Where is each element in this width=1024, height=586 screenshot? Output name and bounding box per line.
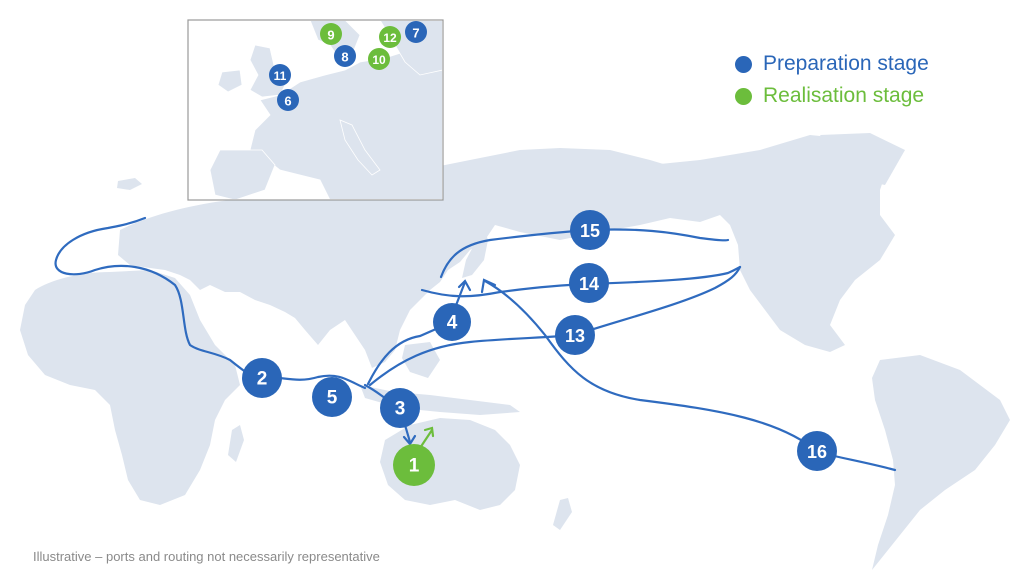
legend-label-realisation: Realisation stage bbox=[763, 84, 925, 107]
svg-text:2: 2 bbox=[257, 369, 268, 390]
svg-text:9: 9 bbox=[327, 28, 334, 43]
arrow-1-outbound bbox=[418, 428, 434, 450]
greenland-landmass bbox=[820, 133, 905, 185]
svg-text:15: 15 bbox=[580, 221, 600, 241]
eurasia-landmass bbox=[118, 148, 735, 368]
europe-inset bbox=[187, 19, 444, 201]
svg-text:13: 13 bbox=[565, 326, 585, 346]
svg-text:10: 10 bbox=[372, 53, 386, 67]
marker-10[interactable]: 10 bbox=[368, 48, 390, 70]
svg-text:7: 7 bbox=[412, 26, 419, 41]
svg-text:11: 11 bbox=[274, 69, 287, 83]
marker-14[interactable]: 14 bbox=[569, 263, 609, 303]
realisation-dot-icon bbox=[735, 87, 752, 105]
inset-italy bbox=[339, 119, 381, 176]
disclaimer-caption: Illustrative – ports and routing not nec… bbox=[33, 549, 380, 564]
legend-item-realisation: Realisation stage bbox=[735, 80, 929, 112]
north-america-landmass bbox=[600, 135, 895, 352]
svg-text:1: 1 bbox=[409, 456, 420, 477]
svg-text:14: 14 bbox=[579, 274, 599, 294]
new-zealand-landmass bbox=[553, 498, 572, 530]
marker-5[interactable]: 5 bbox=[312, 377, 352, 417]
inset-ireland bbox=[217, 69, 243, 93]
marker-7[interactable]: 7 bbox=[405, 21, 427, 43]
arrow-head-japan-4 bbox=[457, 279, 472, 292]
iceland-landmass bbox=[117, 178, 142, 190]
arrow-head-3-to-1 bbox=[402, 434, 417, 446]
markers: 1 2 3 4 5 13 14 15 16 6 7 8 9 10 11 12 bbox=[242, 21, 837, 486]
south-america-landmass bbox=[872, 355, 1010, 570]
marker-3[interactable]: 3 bbox=[380, 388, 420, 428]
preparation-dot-icon bbox=[735, 55, 752, 73]
svg-text:4: 4 bbox=[447, 313, 458, 334]
marker-1[interactable]: 1 bbox=[393, 444, 435, 486]
arrow-head-japan-16 bbox=[480, 278, 497, 294]
japan-landmass bbox=[462, 215, 488, 278]
route-13-to-america bbox=[573, 265, 742, 337]
marker-9[interactable]: 9 bbox=[320, 23, 342, 45]
marker-15[interactable]: 15 bbox=[570, 210, 610, 250]
route-15-to-america bbox=[588, 228, 730, 242]
marker-2[interactable]: 2 bbox=[242, 358, 282, 398]
australia-landmass bbox=[380, 418, 520, 510]
svg-text:5: 5 bbox=[327, 388, 338, 409]
shipping-routes bbox=[54, 216, 897, 472]
marker-13[interactable]: 13 bbox=[555, 315, 595, 355]
svg-text:6: 6 bbox=[284, 94, 291, 109]
marker-6[interactable]: 6 bbox=[277, 89, 299, 111]
route-china-to-14 bbox=[420, 282, 592, 298]
africa-landmass bbox=[20, 270, 240, 505]
route-14-to-america bbox=[588, 265, 742, 286]
marker-12[interactable]: 12 bbox=[379, 26, 401, 48]
arrow-3-to-1 bbox=[403, 423, 412, 444]
marker-4[interactable]: 4 bbox=[433, 303, 471, 341]
svg-text:16: 16 bbox=[807, 442, 827, 462]
svg-text:3: 3 bbox=[395, 399, 406, 420]
landmasses bbox=[20, 133, 1010, 570]
route-korea-to-15 bbox=[439, 228, 592, 279]
inset-iberia bbox=[209, 149, 276, 199]
route-europe-suez-india bbox=[54, 216, 367, 390]
marker-11[interactable]: 11 bbox=[269, 64, 291, 86]
legend-label-preparation: Preparation stage bbox=[763, 52, 929, 75]
madagascar-landmass bbox=[228, 425, 244, 462]
svg-text:12: 12 bbox=[383, 31, 397, 45]
svg-text:8: 8 bbox=[341, 50, 348, 65]
route-to-marker-4 bbox=[366, 320, 454, 386]
marker-8[interactable]: 8 bbox=[334, 45, 356, 67]
legend-item-preparation: Preparation stage bbox=[735, 48, 929, 80]
arrow-head-1-outbound bbox=[423, 426, 435, 438]
marker-16[interactable]: 16 bbox=[797, 431, 837, 471]
legend: Preparation stage Realisation stage bbox=[735, 48, 929, 112]
